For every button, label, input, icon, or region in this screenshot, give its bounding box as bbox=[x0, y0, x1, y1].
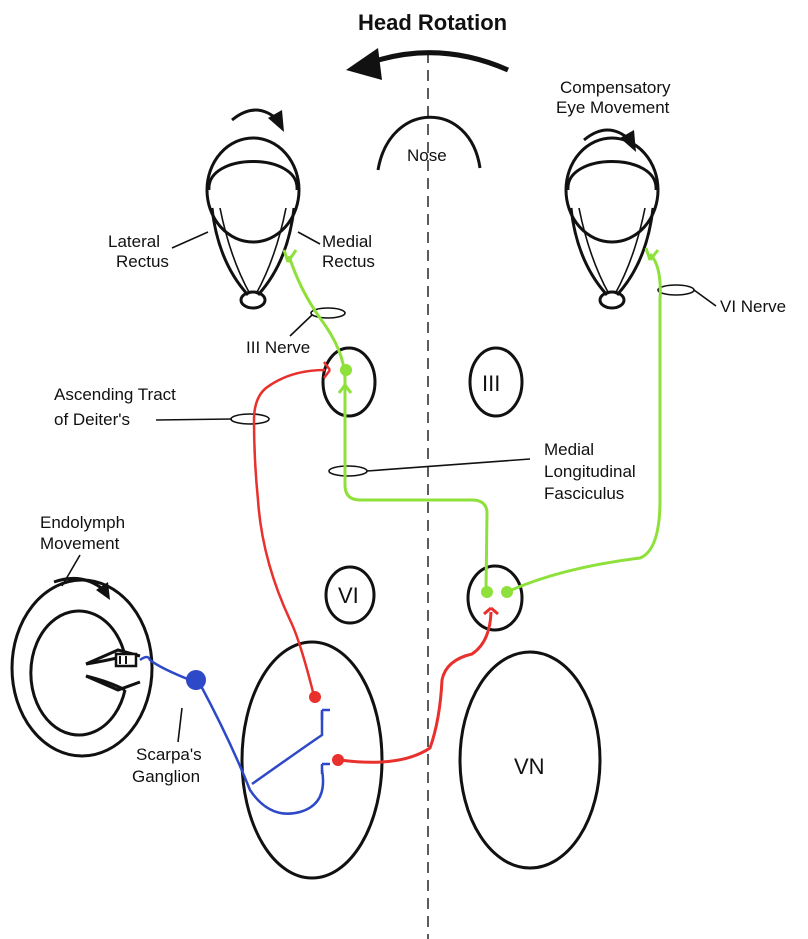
vi-nerve-pointer bbox=[694, 290, 716, 306]
vestibular-nucleus-label: VN bbox=[514, 754, 545, 779]
ascending-tract-pointer bbox=[156, 419, 232, 420]
mlf-label: Medial bbox=[544, 440, 594, 459]
head-rotation-arrowhead bbox=[346, 48, 382, 80]
endolymph-label-2: Movement bbox=[40, 534, 120, 553]
scarpa-pointer bbox=[178, 708, 182, 742]
semicircular-canal bbox=[12, 580, 152, 756]
nucleus-iii-label: III bbox=[482, 371, 500, 396]
mlf-label-3: Fasciculus bbox=[544, 484, 624, 503]
green-mlf-pathway bbox=[289, 256, 487, 590]
scarpa-ganglion bbox=[186, 670, 206, 690]
blue-central-pathway bbox=[200, 684, 323, 814]
blue-branch-pathway bbox=[252, 712, 322, 784]
green-soma-vi-b bbox=[501, 586, 513, 598]
red-soma-upper bbox=[309, 691, 321, 703]
nucleus-iii-left bbox=[323, 348, 375, 416]
nucleus-vi-right bbox=[468, 566, 522, 630]
title: Head Rotation bbox=[358, 10, 507, 35]
nose-label: Nose bbox=[407, 146, 447, 165]
iii-nerve-label: III Nerve bbox=[246, 338, 310, 357]
ascending-tract-label-2: of Deiter's bbox=[54, 410, 130, 429]
endolymph-label: Endolymph bbox=[40, 513, 125, 532]
vestibular-nucleus-left bbox=[242, 642, 382, 878]
green-soma-vi-a bbox=[481, 586, 493, 598]
mlf-label-2: Longitudinal bbox=[544, 462, 636, 481]
medial-rectus-label-2: Rectus bbox=[322, 252, 375, 271]
blue-terminal-upper bbox=[322, 710, 330, 720]
green-vi-pathway bbox=[507, 254, 660, 592]
nucleus-vi-label: VI bbox=[338, 583, 359, 608]
compensatory-label-2: Eye Movement bbox=[556, 98, 670, 117]
blue-afferent-pathway bbox=[140, 657, 190, 680]
right-eye bbox=[566, 130, 658, 308]
medial-rectus-pointer bbox=[298, 232, 320, 244]
vi-nerve-label: VI Nerve bbox=[720, 297, 786, 316]
medial-rectus-label: Medial bbox=[322, 232, 372, 251]
vi-nerve-marker bbox=[658, 285, 694, 295]
scarpa-label: Scarpa's bbox=[136, 745, 202, 764]
left-eye bbox=[207, 110, 299, 308]
green-soma-iii bbox=[340, 364, 352, 376]
ascending-tract-label: Ascending Tract bbox=[54, 385, 176, 404]
red-soma-lower bbox=[332, 754, 344, 766]
mlf-marker bbox=[329, 466, 367, 476]
head-rotation-arrow bbox=[372, 53, 508, 70]
iii-nerve-pointer bbox=[290, 315, 312, 336]
lateral-rectus-label: Lateral bbox=[108, 232, 160, 251]
blue-terminal-lower bbox=[322, 764, 330, 774]
red-crossing-pathway bbox=[340, 612, 491, 762]
scarpa-label-2: Ganglion bbox=[132, 767, 200, 786]
lateral-rectus-pointer bbox=[172, 232, 208, 248]
mlf-pointer bbox=[367, 459, 530, 471]
ascending-tract-marker bbox=[231, 414, 269, 424]
compensatory-label: Compensatory bbox=[560, 78, 671, 97]
lateral-rectus-label-2: Rectus bbox=[116, 252, 169, 271]
